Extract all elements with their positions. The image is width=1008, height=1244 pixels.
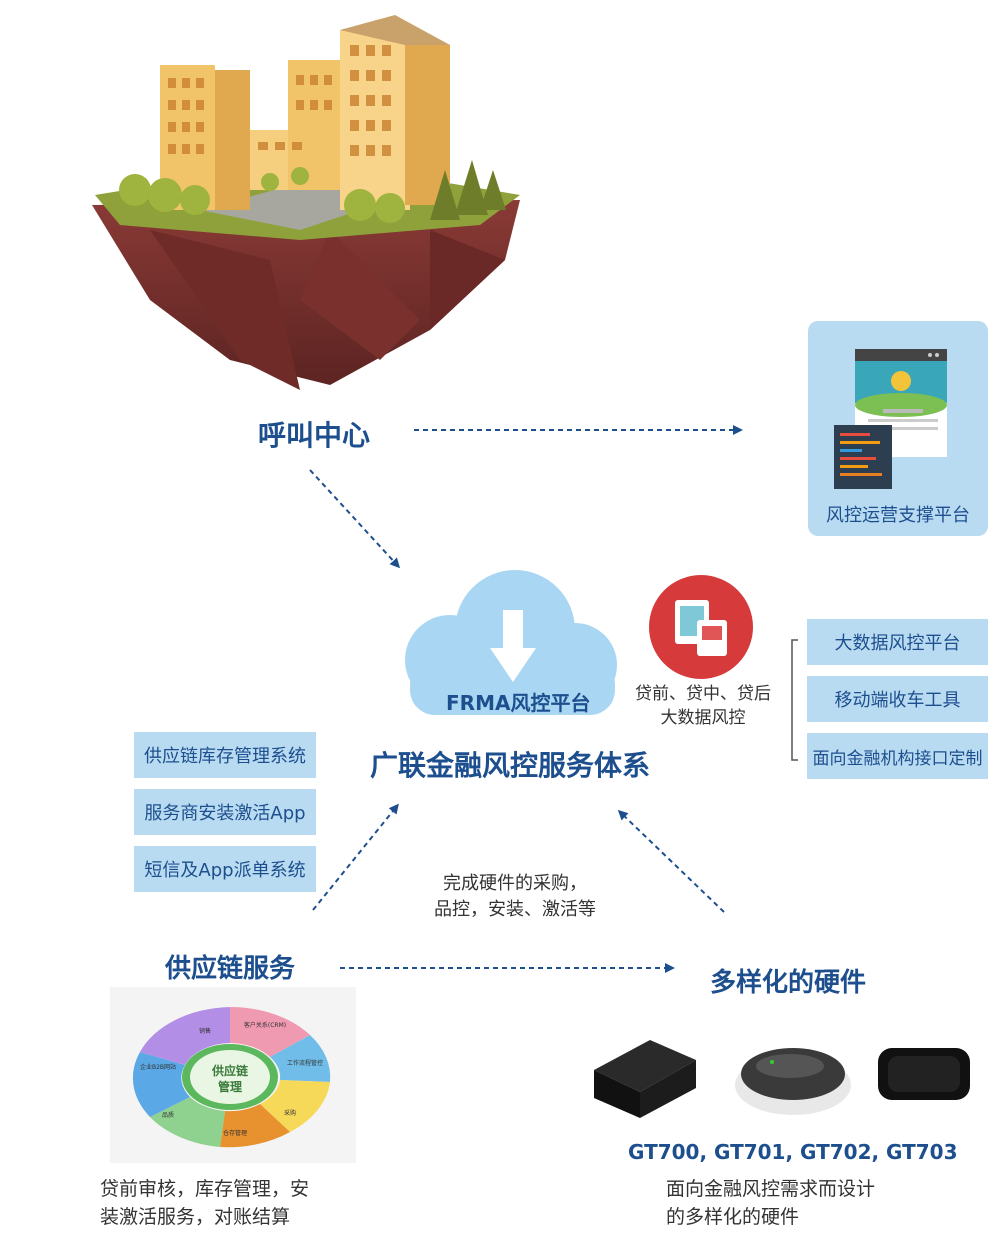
supply-chain-caption: 贷前审核，库存管理，安 装激活服务，对账结算 [100, 1175, 360, 1231]
ring-center-line2: 管理 [218, 1079, 242, 1094]
ring-label-workflow: 工作流程管控 [287, 1059, 323, 1067]
ops-platform-card: 风控运营支撑平台 [808, 321, 988, 536]
loan-risk-text: 贷前、贷中、贷后 大数据风控 [628, 682, 778, 730]
supply-chain-caption-line1: 贷前审核，库存管理，安 [100, 1178, 310, 1200]
supply-chain-label: 供应链服务 [165, 954, 296, 984]
left-list-item-install-app: 服务商安装激活App [134, 789, 316, 835]
ring-label-sales: 销售 [199, 1027, 211, 1035]
ops-platform-label: 风控运营支撑平台 [826, 505, 970, 526]
right-list-item-mobile-tool: 移动端收车工具 [807, 676, 988, 722]
loan-risk-line1: 贷前、贷中、贷后 [635, 684, 771, 704]
supply-chain-ring-icon: 供应链 管理 客户关系(CRM) 工作流程管控 采购 仓存管理 品质 企业B2B… [132, 1007, 331, 1148]
pebble-device-icon [735, 1048, 851, 1115]
arrow-hardware-to-frma [617, 809, 725, 913]
arrow-supply-to-frma [312, 803, 399, 911]
black-box-device-icon [594, 1040, 696, 1118]
hardware-models: GT700, GT701, GT702, GT703 [628, 1140, 958, 1164]
hardware-label: 多样化的硬件 [710, 968, 867, 998]
call-center-label: 呼叫中心 [258, 419, 371, 452]
hardware-caption-line2: 的多样化的硬件 [666, 1206, 800, 1228]
small-black-device-icon [878, 1048, 970, 1100]
center-note: 完成硬件的采购， 品控，安装、激活等 [400, 871, 630, 923]
ring-label-quality: 品质 [162, 1111, 174, 1119]
arrow-callcenter-to-frma [309, 469, 401, 569]
loan-risk-line2: 大数据风控 [660, 708, 746, 728]
supply-chain-caption-line2: 装激活服务，对账结算 [100, 1206, 291, 1228]
center-note-line1: 完成硬件的采购， [443, 873, 587, 894]
frma-system-title: 广联金融风控服务体系 [370, 749, 651, 782]
hardware-caption-line1: 面向金融风控需求而设计 [666, 1178, 876, 1200]
center-note-line2: 品控，安装、激活等 [434, 899, 596, 920]
right-list-item-bigdata: 大数据风控平台 [807, 619, 988, 665]
left-list-item-dispatch: 短信及App派单系统 [134, 846, 316, 892]
ring-label-purchase: 采购 [284, 1109, 296, 1117]
ring-label-b2b: 企业B2B网站 [140, 1063, 176, 1071]
dashboard-window-icon [834, 349, 947, 489]
supply-chain-ring-graphic: 供应链 管理 客户关系(CRM) 工作流程管控 采购 仓存管理 品质 企业B2B… [110, 987, 356, 1163]
right-list-item-interface: 面向金融机构接口定制 [807, 733, 988, 779]
frma-cloud-label: FRMA风控平台 [446, 691, 591, 715]
hardware-caption: 面向金融风控需求而设计 的多样化的硬件 [666, 1175, 926, 1231]
ring-label-warehouse: 仓存管理 [223, 1129, 247, 1137]
ring-center-line1: 供应链 [211, 1063, 249, 1078]
left-list-item-inventory: 供应链库存管理系统 [134, 732, 316, 778]
ring-label-crm: 客户关系(CRM) [244, 1021, 286, 1029]
